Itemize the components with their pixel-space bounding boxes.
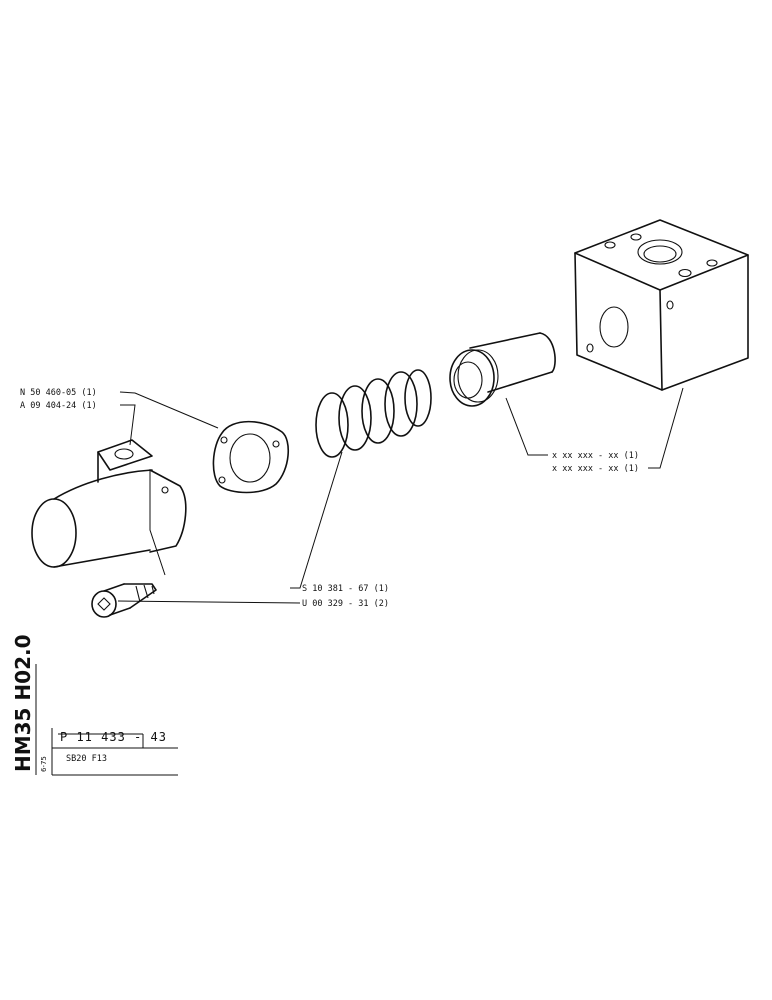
spring	[315, 369, 432, 458]
piston	[449, 332, 556, 407]
label-spring: S 10 381 - 67 (1)	[302, 584, 389, 594]
title-block-frame	[35, 664, 178, 776]
assembly-subtitle: SB20 F13	[66, 754, 107, 764]
gasket	[212, 420, 289, 494]
model-vertical-title: HM35 H02.0 6-75	[11, 634, 48, 772]
model-number: HM35 H02.0	[11, 634, 35, 772]
label-housing: A 09 404-24 (1)	[20, 401, 97, 411]
label-screw: U 00 329 - 31 (2)	[302, 599, 389, 609]
valve-block	[574, 219, 749, 391]
cap-screw	[91, 583, 157, 618]
leader-lines	[117, 387, 684, 604]
label-block-top: x xx xxx - xx (1)	[552, 451, 639, 461]
housing	[31, 439, 187, 568]
label-block-bottom: x xx xxx - xx (1)	[552, 464, 639, 474]
label-gasket: N 50 460-05 (1)	[20, 388, 97, 398]
part-number: P 11 433 - 43	[60, 730, 167, 744]
revision-date: 6-75	[40, 756, 48, 772]
